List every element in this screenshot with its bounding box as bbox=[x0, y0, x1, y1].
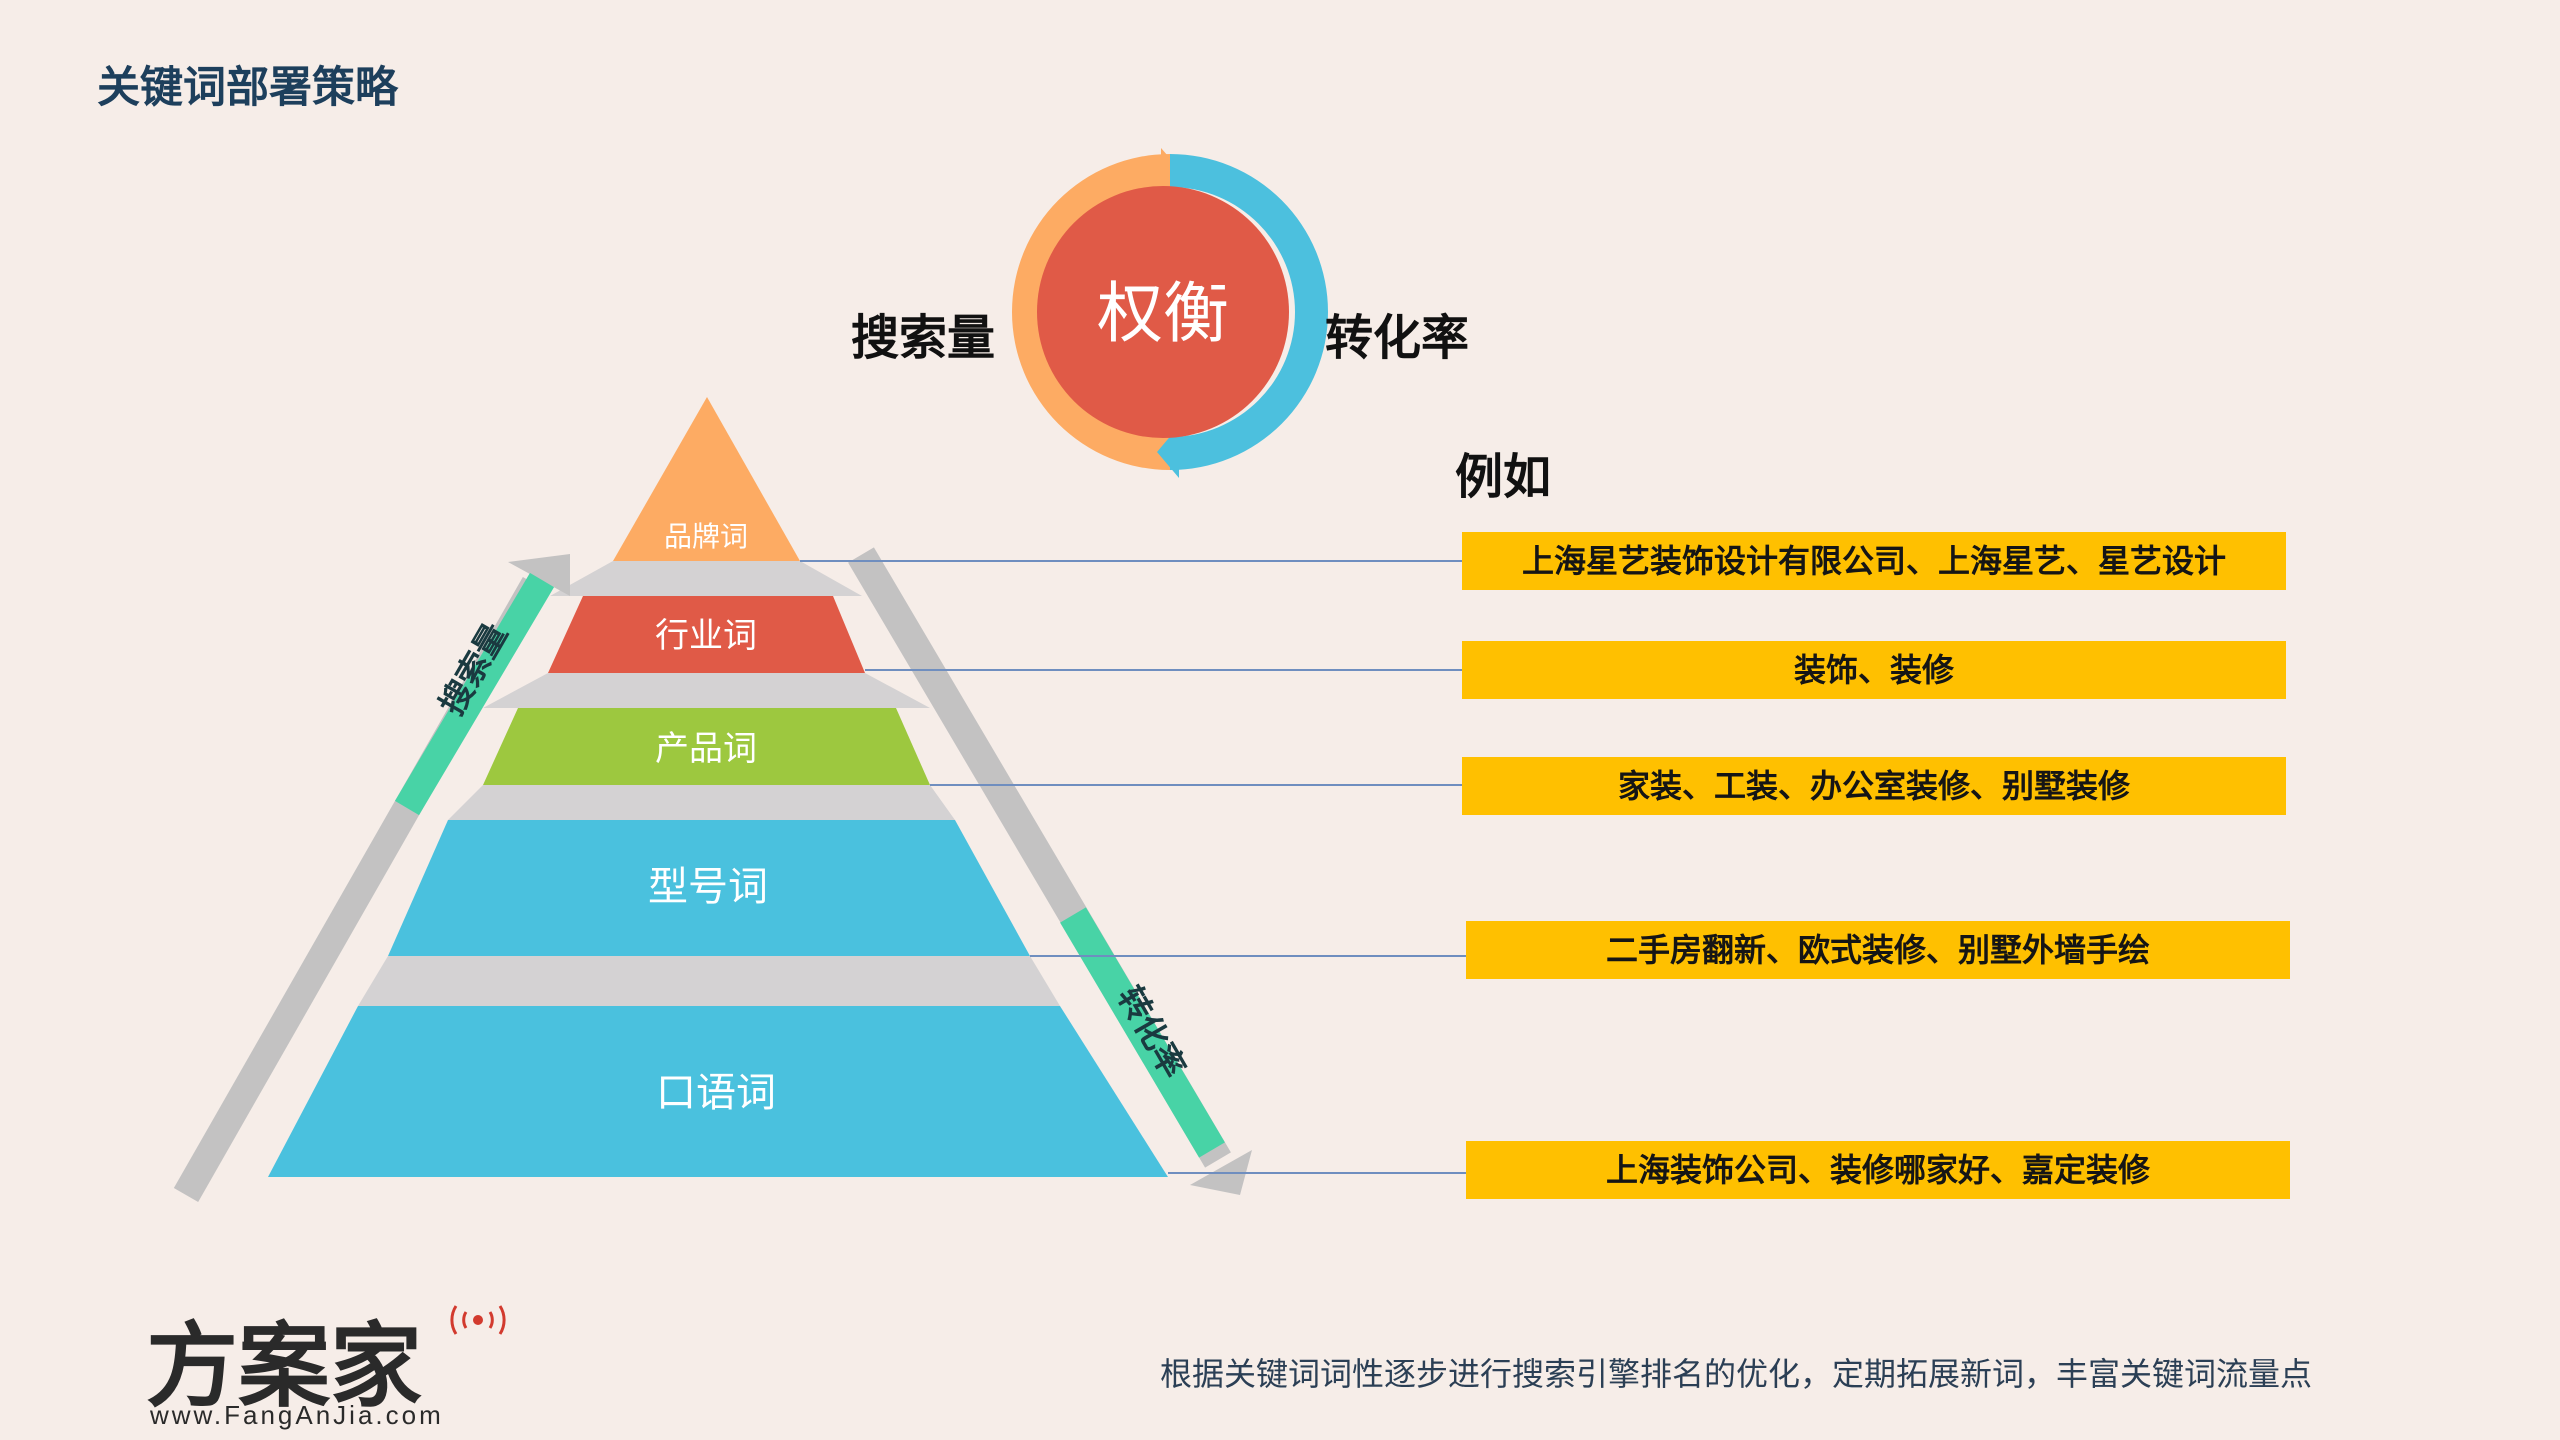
tier-product-label: 产品词 bbox=[655, 729, 757, 769]
search-volume-arrowhead bbox=[508, 554, 570, 596]
example-box-model bbox=[1466, 921, 2290, 979]
page-title: 关键词部署策略 bbox=[97, 63, 399, 113]
conversion-rate-arc-arrowhead bbox=[1157, 426, 1179, 478]
example-box-product bbox=[1462, 757, 2286, 815]
tier-shadow bbox=[448, 785, 955, 820]
signal-icon bbox=[450, 1305, 506, 1335]
example-industry-text: 装饰、装修 bbox=[1794, 651, 1955, 689]
tier-brand-label: 品牌词 bbox=[664, 520, 748, 553]
example-box-industry bbox=[1462, 641, 2286, 699]
conversion-rate-arc bbox=[1170, 154, 1328, 470]
pyramid: 品牌词 行业词 产品词 型号词 口语词 bbox=[268, 397, 1168, 1177]
tier-industry-label: 行业词 bbox=[655, 616, 757, 656]
example-boxes: 上海星艺装饰设计有限公司、上海星艺、星艺设计 装饰、装修 家装、工装、办公室装修… bbox=[1462, 532, 2290, 1199]
tier-shadow bbox=[550, 561, 862, 596]
example-product-text: 家装、工装、办公室装修、别墅装修 bbox=[1618, 767, 2131, 805]
conversion-rate-arrow-label: 转化率 bbox=[1110, 979, 1193, 1084]
tier-colloquial-shape bbox=[268, 1006, 1168, 1177]
logo-url: www.FangAnJia.com bbox=[149, 1400, 444, 1430]
search-volume-arc bbox=[1012, 154, 1170, 470]
tier-model-shape bbox=[388, 820, 1030, 956]
footer-note: 根据关键词词性逐步进行搜索引擎排名的优化，定期拓展新词，丰富关键词流量点 bbox=[1160, 1355, 2312, 1393]
example-colloquial-text: 上海装饰公司、装修哪家好、嘉定装修 bbox=[1606, 1151, 2151, 1189]
tier-shadow bbox=[358, 956, 1060, 1006]
tier-brand-shape bbox=[613, 397, 800, 561]
conversion-rate-arrow-highlight bbox=[1060, 907, 1225, 1158]
tier-colloquial-label: 口语词 bbox=[656, 1070, 776, 1116]
balance-right-label: 转化率 bbox=[1325, 310, 1469, 366]
brand-logo: 方案家 www.FangAnJia.com bbox=[146, 1305, 506, 1430]
connector-lines bbox=[800, 560, 1466, 1174]
balance-center-label: 权衡 bbox=[1097, 275, 1229, 352]
tier-industry-shape bbox=[548, 596, 865, 673]
example-model-text: 二手房翻新、欧式装修、别墅外墙手绘 bbox=[1606, 931, 2150, 969]
example-brand-text: 上海星艺装饰设计有限公司、上海星艺、星艺设计 bbox=[1522, 542, 2226, 580]
example-box-brand bbox=[1462, 532, 2286, 590]
tier-shadow bbox=[483, 673, 930, 708]
balance-cycle: 权衡 搜索量 转化率 bbox=[851, 148, 1469, 478]
example-box-colloquial bbox=[1466, 1141, 2290, 1199]
tier-model-label: 型号词 bbox=[648, 864, 768, 910]
examples-heading: 例如 bbox=[1455, 449, 1551, 505]
pyramid-shadows bbox=[358, 561, 1060, 1006]
balance-left-label: 搜索量 bbox=[851, 310, 995, 366]
search-volume-arrow-highlight bbox=[394, 572, 555, 816]
balance-center-circle bbox=[1037, 186, 1289, 438]
logo-wordmark: 方案家 bbox=[146, 1312, 422, 1420]
tier-product-shape bbox=[483, 708, 930, 785]
